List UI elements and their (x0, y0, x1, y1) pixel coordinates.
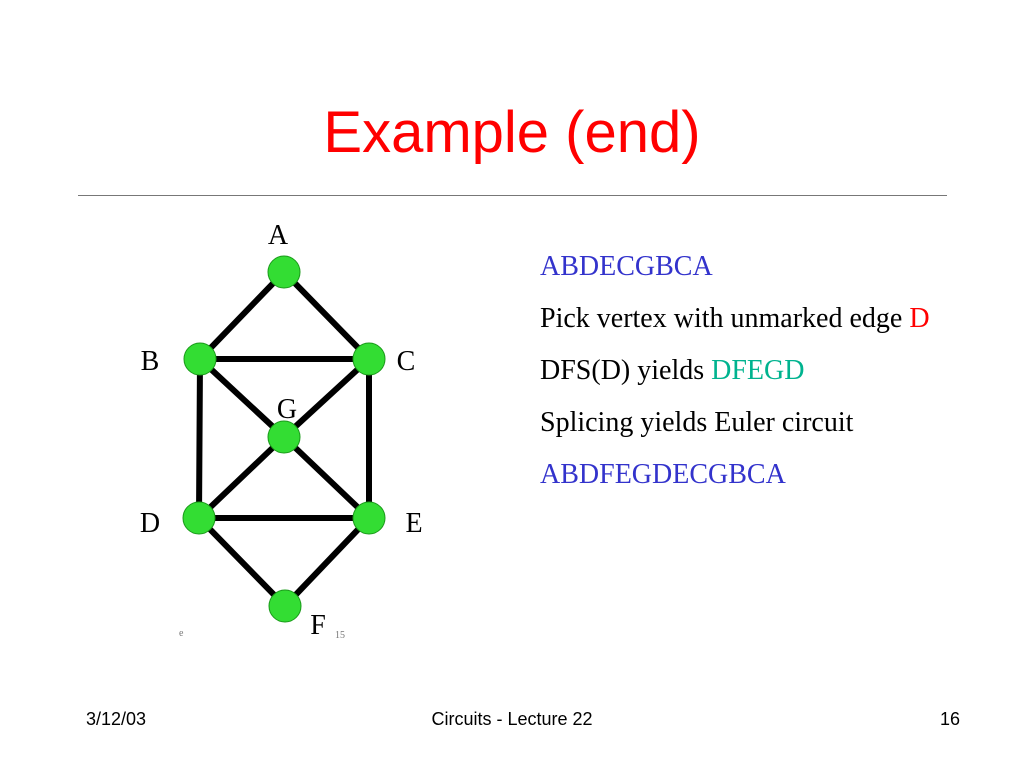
vertex-label-a: A (268, 220, 289, 251)
vertex-label-e: E (405, 508, 422, 539)
edge-a-b (197, 269, 287, 362)
edge-e-f (282, 515, 372, 609)
final-circuit-text: ABDFEGDECGBCA (540, 459, 786, 490)
splice-text: Splicing yields Euler circuit (540, 407, 854, 438)
edge-g-e (281, 434, 372, 521)
explanation-panel: ABDECGBCA Pick vertex with unmarked edge… (540, 248, 960, 508)
footer-course: Circuits - Lecture 22 (431, 709, 593, 729)
edge-d-f (196, 515, 288, 609)
edge-a-c (281, 269, 372, 362)
footer-date: 3/12/03 (86, 709, 147, 729)
dfs-result: DFEGD (711, 355, 805, 386)
vertex-a (267, 255, 301, 289)
edge-b-g (197, 356, 287, 440)
graph-nodes (182, 255, 386, 623)
vertex-label-f: F (310, 610, 326, 641)
edge-c-g (281, 356, 372, 440)
vertex-label-c: C (397, 346, 416, 377)
dfs-step: DFS(D) yields DFEGD (540, 352, 960, 390)
vertex-f (268, 589, 302, 623)
pick-vertex-name: D (909, 303, 930, 334)
corner-mark-right: 15 (335, 630, 345, 641)
vertex-label-b: B (141, 346, 160, 377)
initial-circuit-text: ABDECGBCA (540, 251, 713, 282)
edge-b-d (196, 356, 203, 521)
pick-vertex-text: Pick vertex with unmarked edge (540, 303, 910, 334)
graph-edges (196, 269, 372, 609)
slide-title: Example (end) (323, 100, 701, 165)
vertex-label-g: G (277, 394, 297, 425)
footer-page-number: 16 (939, 709, 960, 729)
splice-step: Splicing yields Euler circuit (540, 404, 960, 442)
graph-vertex-labels: A B C G D E F e 15 (140, 220, 423, 641)
vertex-d (182, 501, 216, 535)
edge-g-d (196, 434, 287, 521)
vertex-b (183, 342, 217, 376)
pick-vertex-step: Pick vertex with unmarked edge D (540, 300, 960, 338)
corner-mark-left: e (179, 628, 184, 639)
final-circuit: ABDFEGDECGBCA (540, 456, 960, 494)
initial-circuit: ABDECGBCA (540, 248, 960, 286)
dfs-text: DFS(D) yields (540, 355, 712, 386)
vertex-label-d: D (140, 508, 160, 539)
vertex-g (267, 420, 301, 454)
title-divider (78, 195, 947, 196)
vertex-c (352, 342, 386, 376)
vertex-e (352, 501, 386, 535)
